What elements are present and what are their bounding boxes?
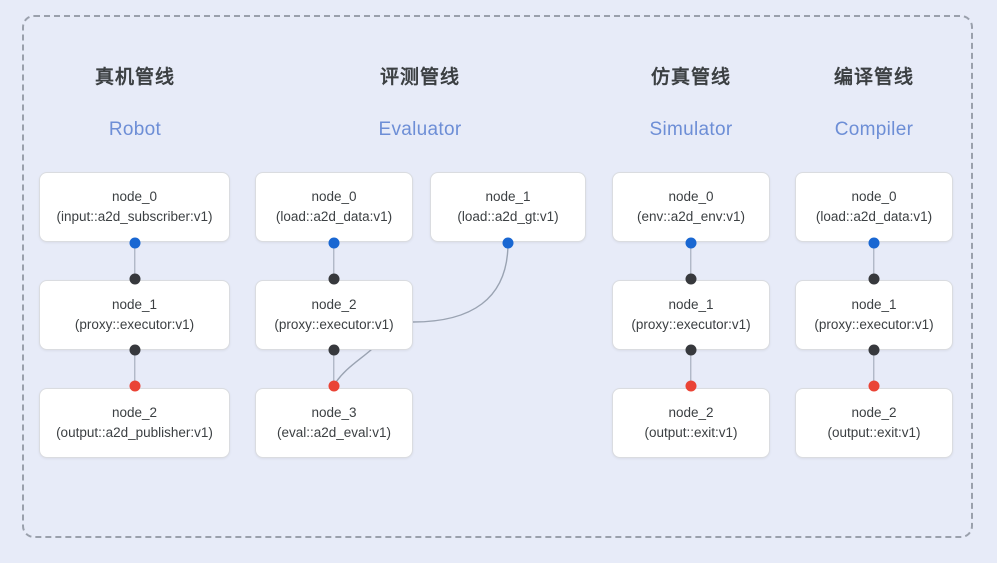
node-evaluator-0[interactable]: node_0 (load::a2d_data:v1) [255,172,413,242]
port-output-evaluator-0[interactable] [328,237,340,249]
node-name: node_2 [111,405,158,421]
column-title-cn-simulator: 仿真管线 [650,67,731,88]
node-compiler-1[interactable]: node_1 (proxy::executor:v1) [795,280,953,350]
port-output-robot-1[interactable] [129,344,141,356]
column-title-en-evaluator: Evaluator [378,119,462,140]
node-simulator-0[interactable]: node_0 (env::a2d_env:v1) [612,172,770,242]
node-name: node_2 [668,405,714,421]
node-name: node_3 [311,405,357,421]
node-type: (proxy::executor:v1) [74,317,195,332]
node-type: (proxy::executor:v1) [274,317,394,332]
node-name: node_0 [851,189,897,205]
column-title-en-robot: Robot [108,119,162,140]
link-comp-0-1 [873,243,875,278]
port-output-simulator-1[interactable] [685,344,697,356]
node-name: node_1 [485,189,531,205]
column-title-cn-robot: 真机管线 [94,67,175,88]
node-compiler-0[interactable]: node_0 (load::a2d_data:v1) [795,172,953,242]
node-type: (proxy::executor:v1) [631,317,751,332]
link-eval-0-2 [333,243,335,278]
column-header-robot: 真机管线 Robot [20,62,250,141]
column-title-cn-compiler: 编译管线 [833,67,914,88]
port-output-evaluator-2[interactable] [328,344,340,356]
port-input-compiler-2[interactable] [868,380,880,392]
link-robot-1-2 [134,350,136,386]
node-name: node_0 [668,189,714,205]
node-name: node_0 [311,189,357,205]
port-input-evaluator-3[interactable] [328,380,340,392]
column-header-simulator: 仿真管线 Simulator [576,62,806,141]
node-evaluator-3[interactable]: node_3 (eval::a2d_eval:v1) [255,388,413,458]
link-sim-0-1 [690,243,692,278]
node-type: (output::exit:v1) [827,425,921,440]
port-input-simulator-1[interactable] [685,273,697,285]
port-output-evaluator-1[interactable] [502,237,514,249]
node-name: node_0 [111,189,158,205]
node-type: (input::a2d_subscriber:v1) [56,209,213,224]
port-input-robot-1[interactable] [129,273,141,285]
node-robot-0[interactable]: node_0 (input::a2d_subscriber:v1) [39,172,230,242]
port-output-compiler-0[interactable] [868,237,880,249]
node-simulator-1[interactable]: node_1 (proxy::executor:v1) [612,280,770,350]
node-name: node_1 [111,297,158,313]
node-type: (output::exit:v1) [644,425,738,440]
node-evaluator-1[interactable]: node_1 (load::a2d_gt:v1) [430,172,586,242]
diagram-dashed-frame [22,15,973,538]
port-output-robot-0[interactable] [129,237,141,249]
port-output-simulator-0[interactable] [685,237,697,249]
node-evaluator-2[interactable]: node_2 (proxy::executor:v1) [255,280,413,350]
node-simulator-2[interactable]: node_2 (output::exit:v1) [612,388,770,458]
column-title-en-compiler: Compiler [834,119,914,140]
column-title-en-simulator: Simulator [649,119,733,140]
node-type: (eval::a2d_eval:v1) [276,425,392,440]
node-type: (load::a2d_data:v1) [275,209,393,224]
node-type: (load::a2d_gt:v1) [457,209,559,224]
link-robot-0-1 [134,243,136,278]
column-header-compiler: 编译管线 Compiler [759,62,989,141]
port-output-compiler-1[interactable] [868,344,880,356]
node-type: (proxy::executor:v1) [814,317,934,332]
column-title-cn-evaluator: 评测管线 [379,67,460,88]
node-name: node_1 [668,297,714,313]
node-compiler-2[interactable]: node_2 (output::exit:v1) [795,388,953,458]
link-sim-1-2 [690,350,692,386]
port-input-robot-2[interactable] [129,380,141,392]
column-header-evaluator: 评测管线 Evaluator [305,62,535,141]
link-comp-1-2 [873,350,875,386]
port-input-evaluator-2[interactable] [328,273,340,285]
node-name: node_1 [851,297,897,313]
node-name: node_2 [311,297,357,313]
node-robot-1[interactable]: node_1 (proxy::executor:v1) [39,280,230,350]
node-type: (output::a2d_publisher:v1) [56,425,213,440]
port-input-compiler-1[interactable] [868,273,880,285]
node-type: (load::a2d_data:v1) [815,209,933,224]
node-type: (env::a2d_env:v1) [636,209,746,224]
node-name: node_2 [851,405,897,421]
port-input-simulator-2[interactable] [685,380,697,392]
node-robot-2[interactable]: node_2 (output::a2d_publisher:v1) [39,388,230,458]
